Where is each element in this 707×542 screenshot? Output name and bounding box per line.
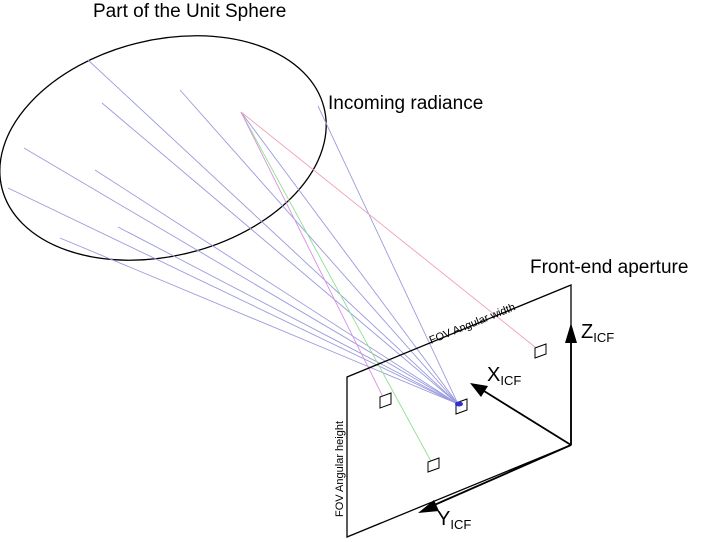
ray [94,169,459,405]
ray [317,105,459,405]
ray [179,89,459,405]
red-ray [240,111,541,352]
blue-rays [7,59,459,405]
z-arrowhead [565,323,577,343]
incoming-radiance-label: Incoming radiance [328,93,483,114]
pixel [379,392,392,409]
pixel [427,457,440,473]
focus-point [455,401,463,407]
y-axis-label: YICF [437,508,471,532]
fov-height-label: FOV Angular height [334,421,346,517]
x-axis-label: XICF [487,364,521,388]
ray [7,187,459,405]
unit-sphere-patch [0,35,327,261]
pixel [455,398,468,415]
ray [101,102,459,405]
ray [240,111,459,405]
ray [23,147,459,405]
axes [418,323,577,513]
x-axis [483,390,572,446]
ray [87,59,459,405]
y-arrowhead [418,500,439,513]
pixel [534,343,547,359]
ray [59,237,459,405]
unit-sphere-label: Part of the Unit Sphere [93,1,286,22]
y-axis [431,444,572,507]
x-arrowhead [470,383,488,397]
front-end-aperture-label: Front-end aperture [530,257,688,278]
z-axis-label: ZICF [581,321,614,345]
fov-width-label: FOV Angular width [428,301,518,346]
magenta-ray [240,111,386,402]
green-ray [240,111,434,466]
detector-pixels [379,343,547,473]
ray [117,226,459,405]
